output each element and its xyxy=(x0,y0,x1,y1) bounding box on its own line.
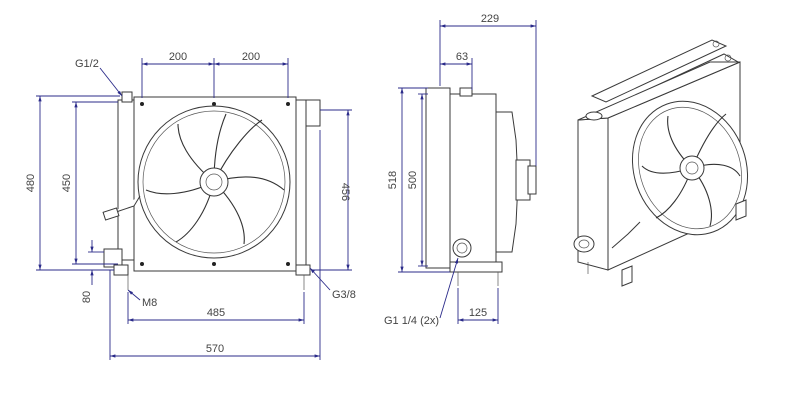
isometric-view xyxy=(573,39,749,287)
side-shroud xyxy=(449,93,497,263)
side-outlet-port xyxy=(452,238,472,258)
dim-456: 456 xyxy=(339,183,351,201)
side-view-dimensions: 229 63 518 500 125 G1 1/4 (2x) xyxy=(384,13,537,327)
dim-200-right: 200 xyxy=(242,51,260,63)
iso-foot-right xyxy=(735,199,747,221)
front-view xyxy=(102,91,321,290)
dim-200-left: 200 xyxy=(169,51,187,63)
label-g114: G1 1/4 (2x) xyxy=(384,315,439,327)
iso-top-rail-back xyxy=(590,39,728,103)
dim-570: 570 xyxy=(206,343,224,355)
dim-485: 485 xyxy=(207,307,225,319)
front-view-dimensions: 200 200 G1/2 480 450 456 80 M8 G3/8 485 … xyxy=(25,51,356,360)
label-g38: G3/8 xyxy=(332,289,356,301)
label-m8: M8 xyxy=(142,297,157,309)
dim-518: 518 xyxy=(387,171,399,189)
side-top-pipe xyxy=(459,87,473,97)
dim-125: 125 xyxy=(469,307,487,319)
right-foot xyxy=(295,264,311,276)
left-header-tank xyxy=(117,99,135,261)
left-foot xyxy=(113,264,129,276)
dim-500: 500 xyxy=(407,171,419,189)
dim-63: 63 xyxy=(456,51,468,63)
dim-480: 480 xyxy=(25,174,37,192)
right-header-tank xyxy=(295,99,307,267)
top-inlet-pipe xyxy=(121,91,133,103)
side-fan-guard xyxy=(495,111,519,253)
label-g12: G1/2 xyxy=(75,58,99,70)
lower-port xyxy=(103,248,123,268)
dim-450: 450 xyxy=(61,174,73,192)
iso-foot-left xyxy=(621,265,633,287)
side-core xyxy=(425,87,451,269)
side-motor-cap xyxy=(527,165,537,195)
iso-top-inlet xyxy=(585,111,603,121)
thermo-switch xyxy=(102,207,120,221)
fan-hub xyxy=(199,167,229,197)
side-base xyxy=(449,261,503,273)
dim-80: 80 xyxy=(81,291,93,303)
side-view xyxy=(425,87,537,286)
dim-229: 229 xyxy=(481,13,499,25)
right-outlet-pipe xyxy=(305,99,321,127)
iso-thermo-cable xyxy=(611,221,641,249)
iso-fan-hub xyxy=(679,155,705,181)
iso-lower-port xyxy=(573,235,595,253)
